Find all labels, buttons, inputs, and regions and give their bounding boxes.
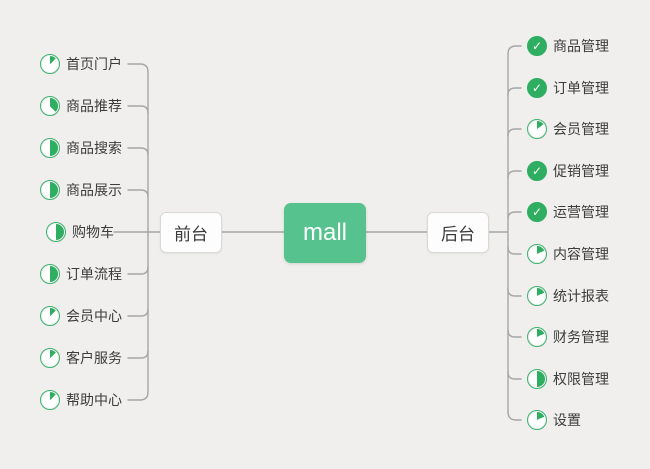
topic-label: 会员中心 bbox=[66, 308, 122, 324]
topic-member-mgmt[interactable]: 会员管理 bbox=[527, 117, 609, 141]
root-node-label: mall bbox=[302, 219, 347, 246]
topic-label: 帮助中心 bbox=[66, 392, 122, 408]
topic-product-mgmt[interactable]: ✓ 商品管理 bbox=[527, 34, 609, 58]
branch-node-backend[interactable]: 后台 bbox=[427, 212, 489, 253]
progress-pie-icon bbox=[40, 138, 60, 158]
progress-pie-icon bbox=[46, 222, 66, 242]
progress-pie-icon bbox=[527, 244, 547, 264]
topic-operations-mgmt[interactable]: ✓ 运营管理 bbox=[527, 200, 609, 224]
topic-label: 商品推荐 bbox=[66, 98, 122, 114]
branch-node-label: 后台 bbox=[441, 225, 475, 244]
topic-label: 购物车 bbox=[72, 224, 114, 240]
topic-label: 权限管理 bbox=[553, 371, 609, 387]
topic-finance-mgmt[interactable]: 财务管理 bbox=[527, 325, 609, 349]
topic-label: 订单管理 bbox=[553, 80, 609, 96]
check-circle-icon: ✓ bbox=[527, 36, 547, 56]
topic-label: 首页门户 bbox=[66, 56, 122, 72]
topic-settings[interactable]: 设置 bbox=[527, 408, 581, 432]
topic-label: 订单流程 bbox=[66, 266, 122, 282]
check-circle-icon: ✓ bbox=[527, 78, 547, 98]
topic-label: 促销管理 bbox=[553, 163, 609, 179]
progress-pie-icon bbox=[527, 327, 547, 347]
topic-label: 商品管理 bbox=[553, 38, 609, 54]
topic-label: 客户服务 bbox=[66, 350, 122, 366]
topic-order-flow[interactable]: 订单流程 bbox=[40, 262, 122, 286]
topic-help-center[interactable]: 帮助中心 bbox=[40, 388, 122, 412]
topic-product-search[interactable]: 商品搜索 bbox=[40, 136, 122, 160]
topic-label: 内容管理 bbox=[553, 246, 609, 262]
branch-node-frontend[interactable]: 前台 bbox=[160, 212, 222, 253]
progress-pie-icon bbox=[527, 410, 547, 430]
progress-pie-icon bbox=[527, 286, 547, 306]
check-circle-icon: ✓ bbox=[527, 161, 547, 181]
topic-label: 财务管理 bbox=[553, 329, 609, 345]
progress-pie-icon bbox=[40, 54, 60, 74]
topic-label: 商品展示 bbox=[66, 182, 122, 198]
progress-pie-icon bbox=[40, 96, 60, 116]
check-circle-icon: ✓ bbox=[527, 202, 547, 222]
topic-statistics-report[interactable]: 统计报表 bbox=[527, 284, 609, 308]
topic-label: 统计报表 bbox=[553, 288, 609, 304]
progress-pie-icon bbox=[40, 180, 60, 200]
progress-pie-icon bbox=[527, 369, 547, 389]
topic-member-center[interactable]: 会员中心 bbox=[40, 304, 122, 328]
topic-label: 会员管理 bbox=[553, 121, 609, 137]
topic-order-mgmt[interactable]: ✓ 订单管理 bbox=[527, 76, 609, 100]
topic-product-display[interactable]: 商品展示 bbox=[40, 178, 122, 202]
topic-permission-mgmt[interactable]: 权限管理 bbox=[527, 367, 609, 391]
topic-home-portal[interactable]: 首页门户 bbox=[40, 52, 122, 76]
progress-pie-icon bbox=[40, 306, 60, 326]
topic-product-recommend[interactable]: 商品推荐 bbox=[40, 94, 122, 118]
progress-pie-icon bbox=[40, 390, 60, 410]
topic-label: 设置 bbox=[553, 412, 581, 428]
topic-label: 运营管理 bbox=[553, 204, 609, 220]
progress-pie-icon bbox=[40, 348, 60, 368]
topic-label: 商品搜索 bbox=[66, 140, 122, 156]
branch-node-label: 前台 bbox=[174, 225, 208, 244]
progress-pie-icon bbox=[40, 264, 60, 284]
progress-pie-icon bbox=[527, 119, 547, 139]
topic-cart[interactable]: 购物车 bbox=[46, 220, 114, 244]
topic-content-mgmt[interactable]: 内容管理 bbox=[527, 242, 609, 266]
root-node-mall[interactable]: mall bbox=[284, 203, 366, 263]
topic-customer-service[interactable]: 客户服务 bbox=[40, 346, 122, 370]
topic-promotion-mgmt[interactable]: ✓ 促销管理 bbox=[527, 159, 609, 183]
